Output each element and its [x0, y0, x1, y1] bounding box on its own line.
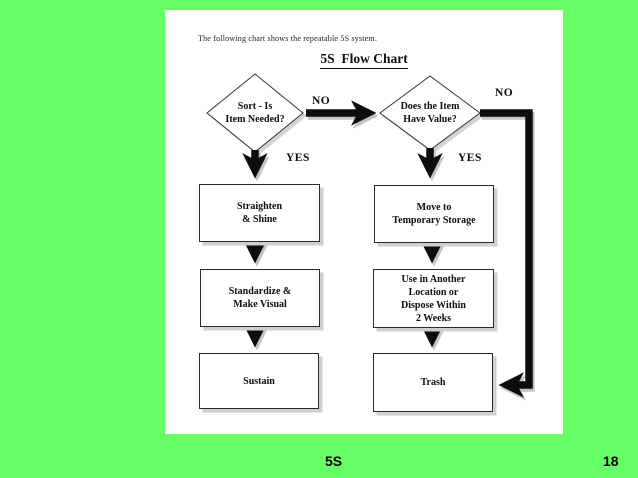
edge-label-value-yes: YES	[458, 152, 482, 164]
process-box-move-temp: Move to Temporary Storage	[374, 185, 494, 243]
arrow-value-no-return	[480, 109, 533, 398]
process-box-standardize: Standardize & Make Visual	[200, 269, 320, 327]
intro-text: The following chart shows the repeatable…	[198, 34, 378, 43]
process-box-use-another: Use in Another Location or Dispose Withi…	[373, 269, 494, 328]
footer-section-label: 5S	[325, 453, 343, 469]
process-box-trash: Trash	[373, 353, 493, 412]
edge-label-sort-no: NO	[312, 95, 331, 107]
footer-page-number: 18	[603, 453, 619, 469]
edge-label-sort-yes: YES	[286, 152, 310, 164]
edge-label-value-no: NO	[495, 87, 514, 99]
chart-title: 5S Flow Chart	[320, 51, 408, 69]
process-box-sustain: Sustain	[199, 353, 319, 409]
flowchart-panel: The following chart shows the repeatable…	[165, 10, 563, 434]
flowchart-svg	[206, 73, 533, 398]
value-decision-label: Does the Item Have Value?	[400, 101, 460, 125]
process-box-straighten: Straighten & Shine	[199, 184, 320, 242]
sort-decision-label: Sort - Is Item Needed?	[225, 101, 285, 125]
chart-title-row: 5S Flow Chart	[165, 50, 563, 69]
